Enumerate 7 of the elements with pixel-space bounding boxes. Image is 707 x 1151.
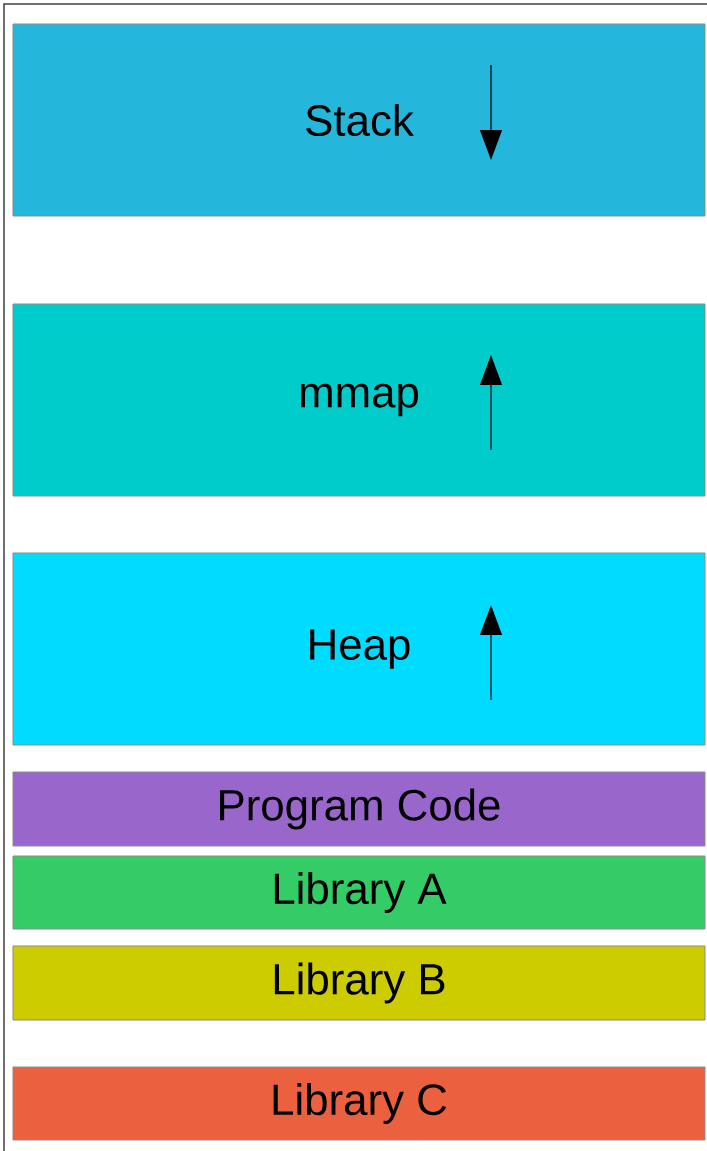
memory-segment: Heap [12, 552, 706, 746]
memory-segment: Stack [12, 23, 706, 217]
memory-segment: mmap [12, 303, 706, 497]
memory-segment: Program Code [12, 771, 706, 847]
memory-segment: Library A [12, 855, 706, 930]
memory-segment: Library C [12, 1066, 706, 1141]
memory-segment: Library B [12, 945, 706, 1021]
